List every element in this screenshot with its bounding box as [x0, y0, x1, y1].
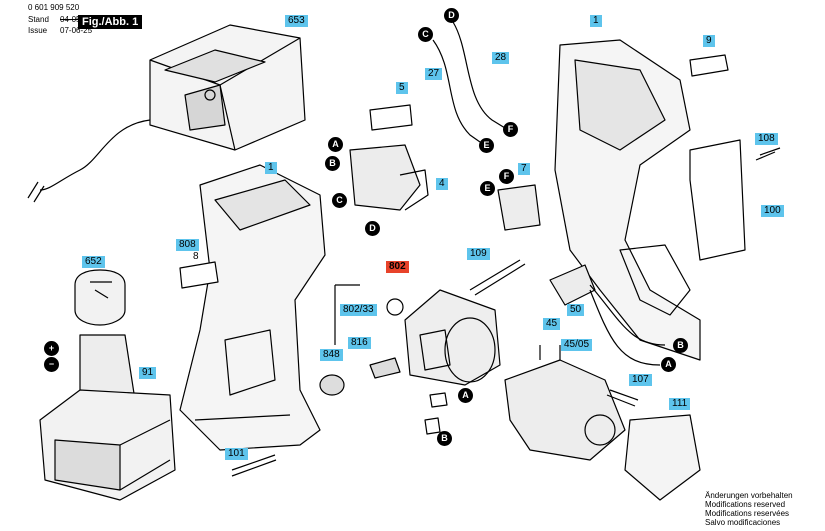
terminal-a — [429, 392, 448, 408]
connector-e-mid: E — [480, 181, 495, 196]
part-label-109: 109 — [467, 248, 490, 260]
label-sticker-9 — [689, 54, 729, 77]
battery-pack-illustration — [39, 334, 176, 501]
part-label-1: 1 — [590, 15, 602, 27]
part-label-28: 28 — [492, 52, 510, 64]
part-label-4: 4 — [436, 178, 448, 190]
connector-a-motor: A — [458, 388, 473, 403]
part-label-802: 802 — [386, 261, 409, 273]
stand-label: Stand — [28, 15, 49, 24]
led-wires — [589, 284, 666, 366]
part-label-27: 27 — [425, 68, 443, 80]
part-label-5: 5 — [396, 82, 408, 94]
brush-816 — [369, 357, 401, 379]
part-number: 0 601 909 520 — [28, 3, 80, 12]
part-label-111: 111 — [669, 398, 691, 410]
part-label-802-33: 802/33 — [340, 304, 377, 316]
nose-cover-illustration — [624, 414, 701, 501]
part-label-9: 9 — [703, 35, 715, 47]
connector-a-switch: A — [328, 137, 343, 152]
part-label-816: 816 — [348, 337, 371, 349]
figure-title: Fig./Abb. 1 — [78, 15, 143, 29]
switch-illustration — [349, 104, 429, 211]
brush-848 — [319, 374, 345, 396]
part-label-1b: 1 — [265, 162, 277, 174]
connector-b-switch: B — [325, 156, 340, 171]
stand-date: 04-05 — [60, 15, 81, 24]
footer-en: Modifications reserved — [705, 500, 786, 509]
part-label-45: 45 — [543, 318, 561, 330]
connector-f-mid: F — [499, 169, 514, 184]
issue-label: Issue — [28, 26, 48, 35]
connector-f-top: F — [503, 122, 518, 137]
footer-de: Änderungen vorbehalten — [705, 491, 793, 500]
part-label-108: 108 — [755, 133, 778, 145]
part-label-101: 101 — [225, 448, 248, 460]
connector-a-led: A — [661, 357, 676, 372]
wire-27 — [432, 39, 481, 143]
led-board-illustration — [549, 264, 596, 306]
part-label-653: 653 — [285, 15, 308, 27]
part-label-100: 100 — [761, 205, 784, 217]
connector-d-top: D — [444, 8, 459, 23]
screw-101 — [231, 454, 277, 477]
housing-right-illustration — [554, 39, 701, 361]
connector-e-top: E — [479, 138, 494, 153]
part-label-848: 848 — [320, 349, 343, 361]
battery-minus: − — [44, 357, 59, 372]
charger-illustration — [27, 24, 306, 203]
footer-fr: Modifications reservées — [705, 509, 790, 518]
connector-c-switch: C — [332, 193, 347, 208]
footer-es: Salvo modificaciones — [705, 518, 781, 527]
motor-illustration — [404, 289, 501, 386]
housing-left-illustration — [179, 164, 326, 451]
part-label-50: 50 — [567, 304, 585, 316]
belt-clip-illustration — [689, 139, 746, 261]
connector-d-switch: D — [365, 221, 380, 236]
part-label-91: 91 — [139, 367, 157, 379]
part-label-652: 652 — [82, 256, 105, 268]
part-label-45-05: 45/05 — [561, 339, 593, 351]
gearbox-illustration — [504, 345, 626, 461]
connector-b-motor: B — [437, 431, 452, 446]
part-label-808: 808 — [176, 239, 199, 251]
footer-notice: Änderungen vorbehalten Modifications res… — [705, 491, 793, 527]
battery-plus: + — [44, 341, 59, 356]
part-label-107: 107 — [629, 374, 652, 386]
screw-108 — [755, 147, 781, 161]
wire-28 — [452, 21, 506, 129]
battery-cap-illustration — [74, 269, 126, 326]
ring-802-33 — [386, 298, 404, 316]
screw-107 — [606, 389, 639, 407]
connector-b-led: B — [673, 338, 688, 353]
part-label-7: 7 — [518, 163, 530, 175]
label-sticker-808 — [179, 261, 219, 289]
part-7-illustration — [497, 184, 541, 231]
bit-109 — [469, 259, 526, 296]
issue-date: 07-06-25 — [60, 26, 93, 35]
connector-c-top: C — [418, 27, 433, 42]
part-label-8: 8 — [193, 251, 199, 262]
terminal-b — [424, 417, 441, 435]
